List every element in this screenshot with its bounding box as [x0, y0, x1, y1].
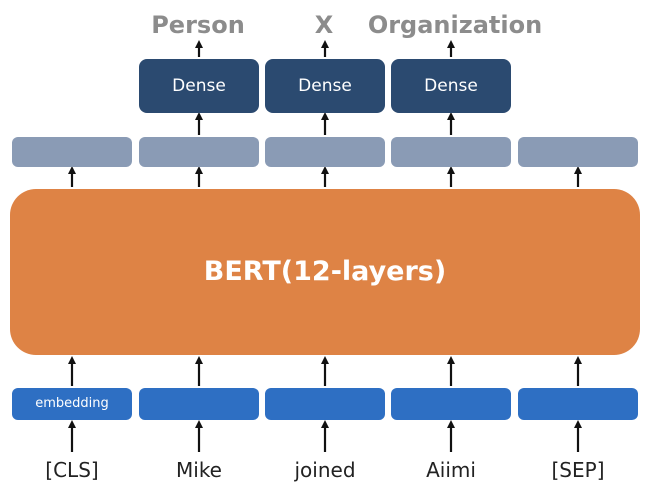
- input-token-cls: [CLS]: [45, 458, 99, 482]
- output-label-organization: Organization: [367, 11, 543, 39]
- embedding-box-4: [391, 388, 511, 420]
- embedding-box-3: [265, 388, 385, 420]
- hidden-state-5: [518, 137, 638, 167]
- embedding-box-5: [518, 388, 638, 420]
- arrows-group: [68, 40, 582, 452]
- hidden-state-3: [265, 137, 385, 167]
- bert-encoder-block: BERT(12-layers): [10, 189, 640, 355]
- input-token-joined: joined: [294, 458, 356, 482]
- input-token-mike: Mike: [176, 458, 222, 482]
- output-label-person: Person: [151, 11, 245, 39]
- dense-layer-1: Dense: [139, 59, 259, 113]
- input-token-aiimi: Aiimi: [426, 458, 476, 482]
- embedding-box-2: [139, 388, 259, 420]
- dense-layer-2: Dense: [265, 59, 385, 113]
- input-token-sep: [SEP]: [551, 458, 605, 482]
- output-label-x: X: [314, 11, 334, 39]
- dense-layer-3: Dense: [391, 59, 511, 113]
- hidden-state-4: [391, 137, 511, 167]
- hidden-state-1: [12, 137, 132, 167]
- hidden-state-2: [139, 137, 259, 167]
- embedding-box-1: embedding: [12, 388, 132, 420]
